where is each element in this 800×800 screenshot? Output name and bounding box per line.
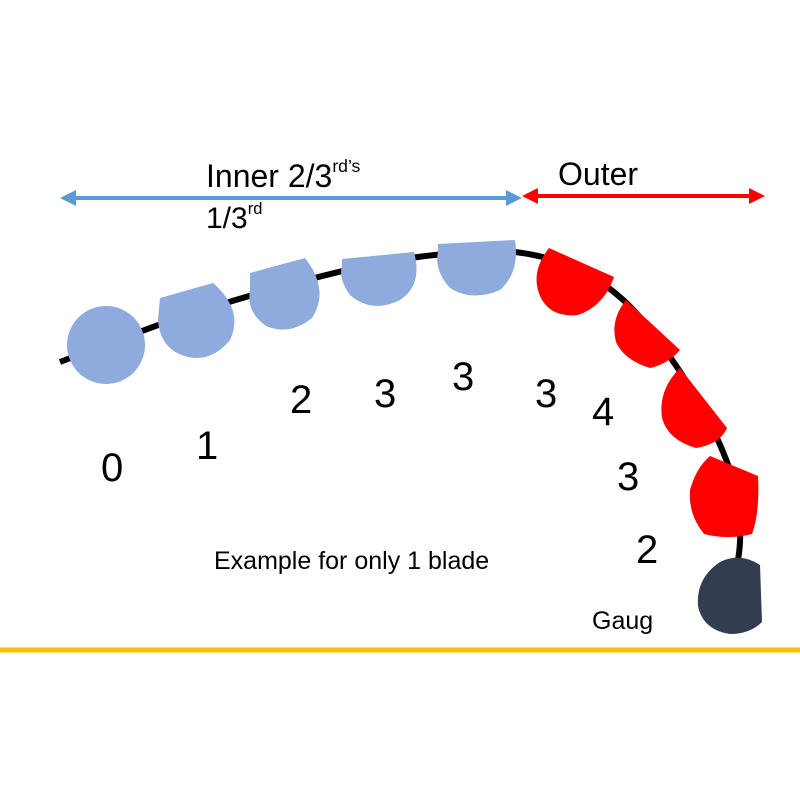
example-note: Example for only 1 blade bbox=[214, 547, 490, 575]
inner-arrow bbox=[60, 190, 522, 206]
inner-number-0: 0 bbox=[101, 446, 124, 490]
inner-piece-4 bbox=[437, 240, 516, 296]
inner-number-4: 3 bbox=[452, 355, 475, 399]
gauge-label: Gaug bbox=[592, 607, 654, 635]
inner-number-3: 3 bbox=[374, 372, 397, 416]
outer-piece-2 bbox=[661, 368, 727, 448]
gauge-piece bbox=[697, 557, 762, 634]
outer-number-0: 3 bbox=[535, 372, 558, 416]
outer-label: Outer bbox=[558, 156, 639, 192]
inner-number-1: 1 bbox=[196, 424, 219, 468]
outer-number-2: 3 bbox=[617, 455, 640, 499]
outer-number-3: 2 bbox=[636, 528, 659, 572]
outer-arrow bbox=[522, 188, 765, 204]
inner-piece-1 bbox=[158, 283, 235, 358]
inner-label: Inner 2/3rd’s bbox=[206, 156, 361, 194]
inner-label-fraction: 1/3rd bbox=[206, 199, 263, 235]
inner-piece-0 bbox=[67, 306, 145, 384]
inner-number-2: 2 bbox=[290, 378, 313, 422]
inner-piece-2 bbox=[249, 258, 320, 330]
outer-piece-1 bbox=[614, 300, 680, 368]
outer-piece-3 bbox=[689, 456, 759, 537]
outer-piece-0 bbox=[536, 248, 614, 316]
outer-number-1: 4 bbox=[592, 390, 615, 434]
inner-piece-3 bbox=[341, 252, 417, 306]
